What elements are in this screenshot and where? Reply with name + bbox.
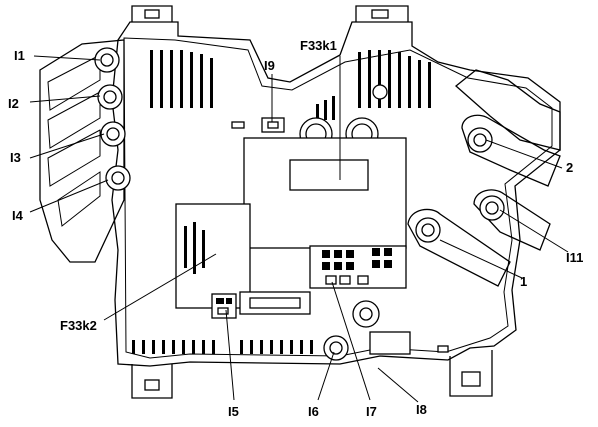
fuse-slot-l5 xyxy=(211,293,237,319)
small-slot xyxy=(231,121,245,129)
top-left-mount-tab xyxy=(131,5,173,22)
connector-l9 xyxy=(261,117,285,133)
label-l8: I8 xyxy=(416,402,427,417)
connector-block-l7 xyxy=(309,245,407,289)
leader-lines xyxy=(29,55,569,403)
label-l6: I6 xyxy=(308,404,319,419)
label-l3: I3 xyxy=(10,150,21,165)
top-small-terminal xyxy=(372,84,388,100)
label-n1: 1 xyxy=(520,274,527,289)
label-f33k1: F33k1 xyxy=(300,38,337,53)
label-l4: I4 xyxy=(12,208,24,223)
stud-l3 xyxy=(100,121,126,147)
label-l1: I1 xyxy=(14,48,25,63)
fuse-strip-inner xyxy=(249,297,301,309)
rib-slots-bottom xyxy=(132,340,313,354)
left-terminal-plate xyxy=(39,39,125,263)
stud-l2 xyxy=(97,84,123,110)
stud-l1 xyxy=(94,47,120,73)
center-stud xyxy=(352,300,380,328)
housing-outline xyxy=(111,21,561,367)
label-l9: I9 xyxy=(264,58,275,73)
housing-inner-outline xyxy=(123,37,553,359)
label-l7: I7 xyxy=(366,404,377,419)
rib-slots-upper-right xyxy=(358,50,431,108)
cable-terminal-l11 xyxy=(473,189,551,251)
label-l2: I2 xyxy=(8,96,19,111)
stud-l6 xyxy=(323,335,349,361)
bottom-right-slot xyxy=(437,345,449,353)
rib-slots-upper-left xyxy=(150,50,213,108)
top-right-mount-tab xyxy=(355,5,409,22)
bottom-right-bracket xyxy=(369,331,411,355)
label-l11: I11 xyxy=(566,250,583,265)
label-f33k2: F33k2 xyxy=(60,318,97,333)
bottom-right-mount-tab xyxy=(449,350,493,397)
stud-l4 xyxy=(105,165,131,191)
rib-slots-mid-right xyxy=(316,96,335,120)
relay-f33k1 xyxy=(243,137,407,249)
cable-terminal-1 xyxy=(407,208,511,287)
bottom-left-mount-tab xyxy=(131,364,173,399)
label-n2: 2 xyxy=(566,160,573,175)
cable-terminal-2 xyxy=(454,69,561,187)
label-l5: I5 xyxy=(228,404,239,419)
